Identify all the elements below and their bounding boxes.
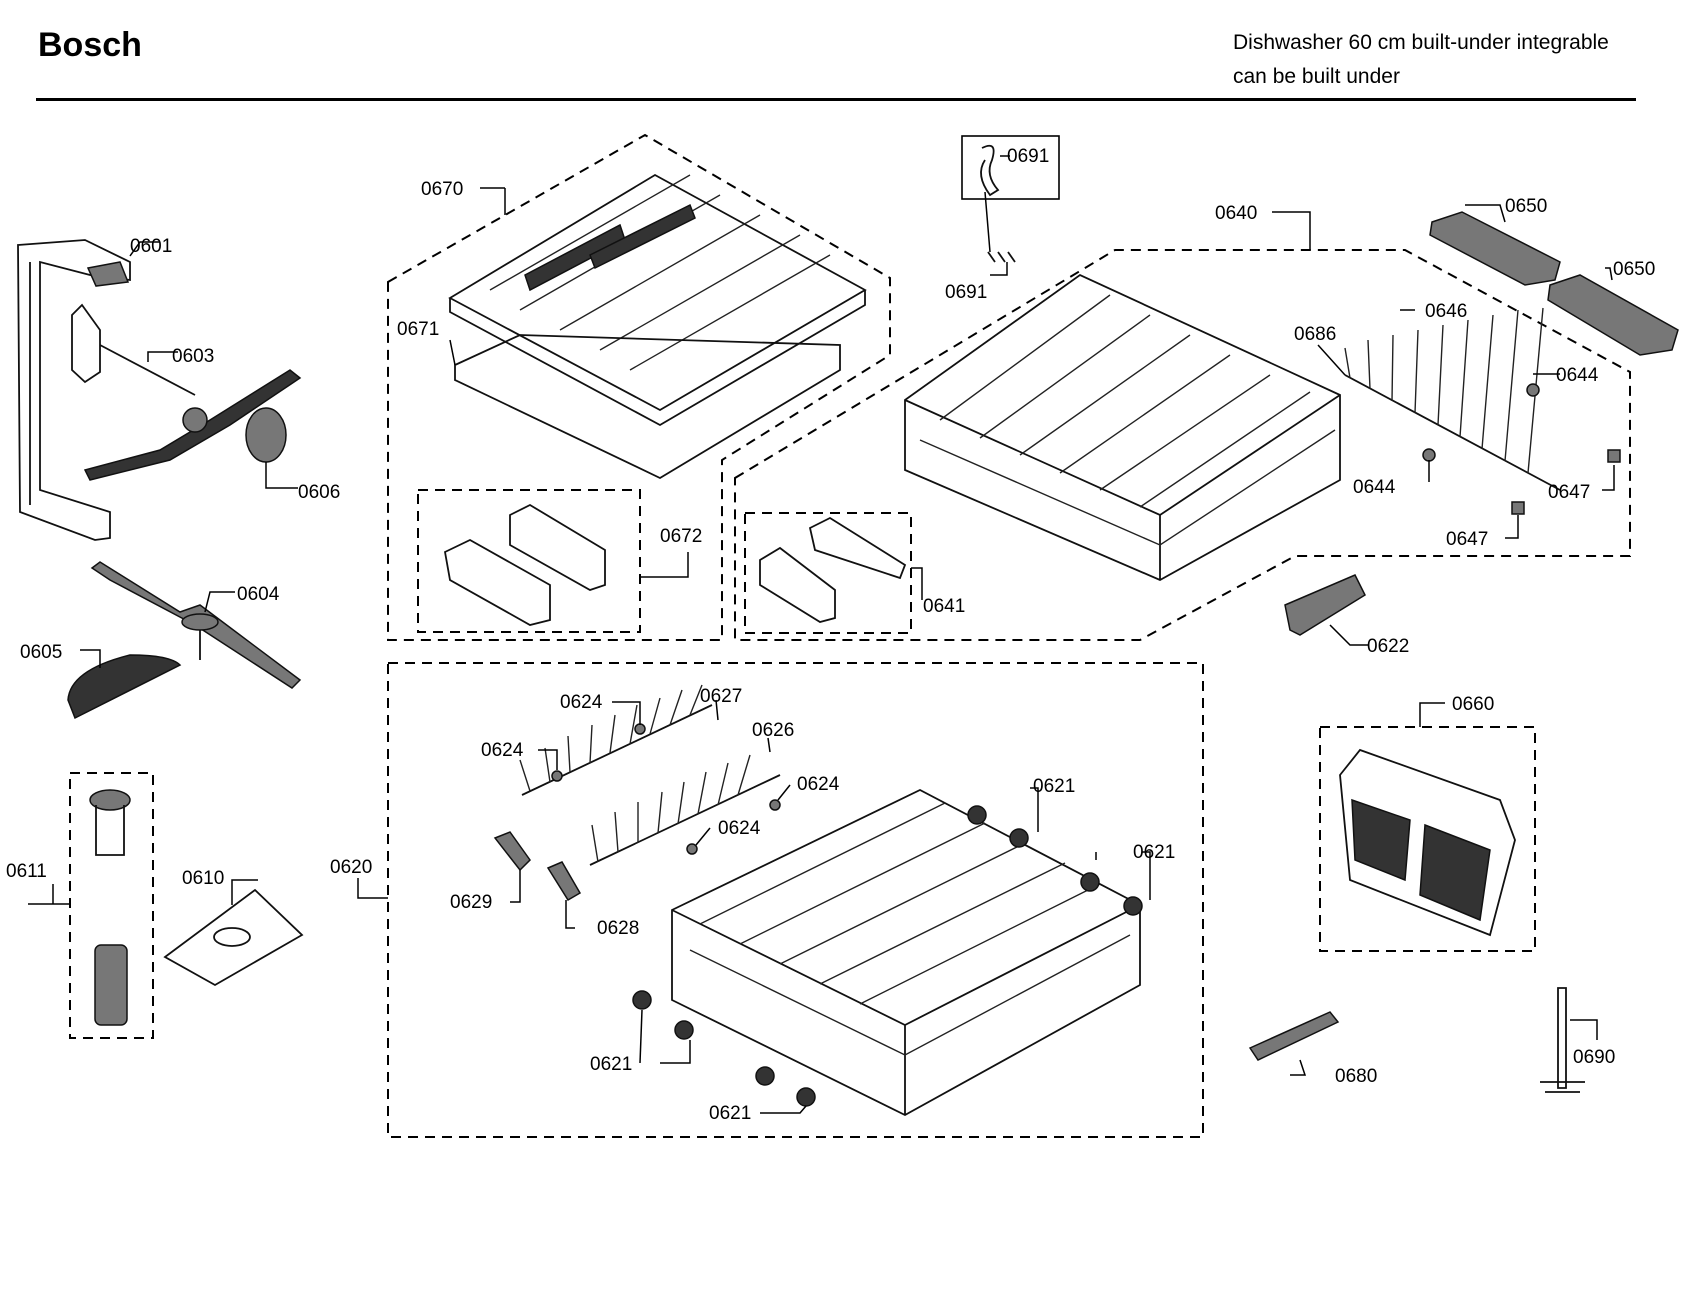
label-0621-a: 0621	[1033, 776, 1075, 797]
part-0660-cutlery-basket	[1339, 748, 1516, 937]
group-box-0641	[744, 512, 912, 634]
label-0644-left: 0644	[1353, 477, 1396, 498]
label-0624-b: 0624	[481, 740, 524, 761]
part-0621-rollers	[632, 805, 1143, 1107]
part-0610-flat-filter	[163, 888, 304, 987]
part-0601-supply-pipe	[17, 239, 131, 541]
label-0629: 0629	[450, 892, 492, 913]
label-0621-d: 0621	[709, 1103, 751, 1124]
group-box-upper-rack-tray	[387, 133, 891, 641]
part-0626-tine-row	[589, 754, 781, 866]
label-0647-right: 0647	[1548, 482, 1590, 503]
label-0672: 0672	[660, 526, 702, 547]
label-0604: 0604	[237, 584, 280, 605]
part-0622-handle	[1284, 574, 1366, 636]
label-0641: 0641	[923, 596, 965, 617]
label-0660: 0660	[1452, 694, 1494, 715]
label-0622: 0622	[1367, 636, 1409, 657]
part-0671-tray-frame	[454, 334, 841, 480]
part-0644-clip	[1422, 383, 1540, 462]
leader-lines	[28, 155, 1615, 1114]
label-0671: 0671	[397, 319, 439, 340]
label-0628: 0628	[597, 918, 639, 939]
label-0691-bottom: 0691	[945, 282, 987, 303]
label-0620: 0620	[330, 857, 372, 878]
part-0691-clips	[980, 144, 1016, 263]
model-description: Dishwasher 60 cm built-under integrable …	[1233, 26, 1609, 94]
group-box-0691	[961, 135, 1060, 200]
label-0686: 0686	[1294, 324, 1336, 345]
part-0620-lower-basket	[671, 788, 1141, 1117]
part-0670-cutlery-tray	[448, 173, 867, 427]
group-box-0611	[69, 772, 154, 1039]
part-0647-clip	[1511, 449, 1621, 515]
label-0650-upper: 0650	[1505, 196, 1547, 217]
group-box-upper-basket	[734, 249, 1631, 641]
part-0650-rack-clip-lower	[1547, 274, 1679, 356]
label-0624-c: 0624	[797, 774, 840, 795]
label-0640: 0640	[1215, 203, 1257, 224]
model-description-line1: Dishwasher 60 cm built-under integrable	[1233, 31, 1609, 54]
part-0672-rails	[443, 503, 606, 626]
part-0606-filter-disc	[245, 407, 287, 463]
part-0641-basket-rollers	[759, 516, 907, 623]
group-box-0660	[1319, 726, 1536, 952]
part-0680-handle-strip	[1248, 1011, 1340, 1061]
part-0603-spray-arm	[71, 303, 302, 481]
part-0629-bracket	[493, 831, 531, 872]
part-0628-bracket	[546, 861, 582, 902]
label-0627: 0627	[700, 686, 742, 707]
part-0605-micro-filter	[67, 654, 182, 720]
part-0611-filter-assembly	[89, 789, 131, 1026]
label-0690: 0690	[1573, 1047, 1615, 1068]
label-0670: 0670	[421, 179, 463, 200]
label-0606: 0606	[298, 482, 340, 503]
brand-title: Bosch	[38, 26, 142, 64]
label-0626: 0626	[752, 720, 794, 741]
label-0621-b: 0621	[1133, 842, 1175, 863]
label-0621-c: 0621	[590, 1054, 632, 1075]
part-0646-tine-row	[1344, 307, 1561, 491]
label-0647-left: 0647	[1446, 529, 1488, 550]
group-box-0620	[387, 662, 1204, 1138]
part-0624-clips	[551, 723, 781, 855]
part-labels: 0601 0603 0606 0604 0605 0611 0610 0670 …	[6, 146, 1655, 1124]
label-0603: 0603	[172, 346, 214, 367]
part-0640-upper-basket	[904, 273, 1341, 582]
label-0650-lower: 0650	[1613, 259, 1655, 280]
label-0624-a: 0624	[560, 692, 603, 713]
label-0611: 0611	[6, 861, 47, 882]
header-rule	[36, 98, 1636, 101]
label-0624-d: 0624	[718, 818, 761, 839]
label-0605: 0605	[20, 642, 62, 663]
part-0604-lower-spray-arm	[90, 561, 302, 689]
label-0680: 0680	[1335, 1066, 1377, 1087]
label-0691-top: 0691	[1007, 146, 1049, 167]
label-0644-right: 0644	[1556, 365, 1599, 386]
part-0690-lever	[1540, 987, 1585, 1093]
model-description-line2: can be built under	[1233, 65, 1400, 88]
label-0601: 0601	[130, 236, 172, 257]
label-0646: 0646	[1425, 301, 1467, 322]
part-0650-rack-clip-upper	[1429, 211, 1561, 286]
label-0610: 0610	[182, 868, 224, 889]
group-box-0672	[417, 489, 641, 633]
